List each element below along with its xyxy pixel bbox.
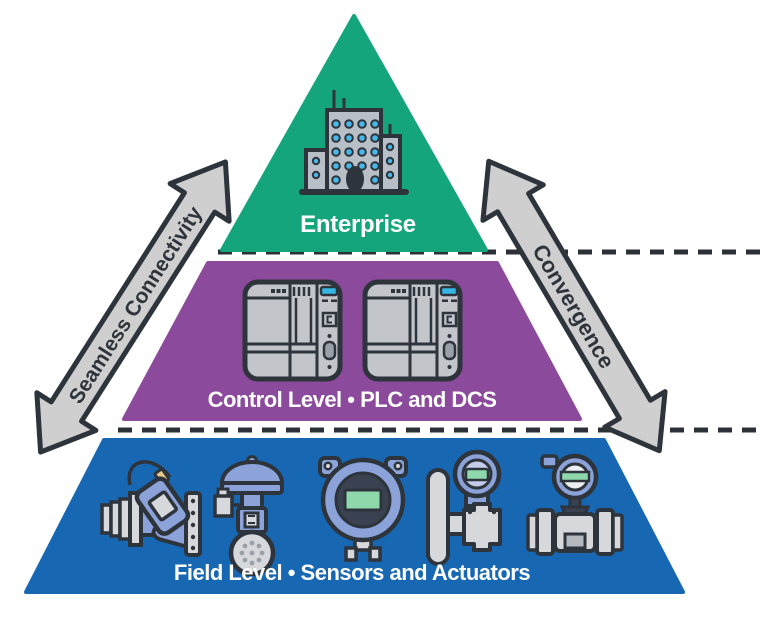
double-headed-arrow-icon xyxy=(480,158,668,454)
double-headed-arrow-icon xyxy=(34,159,232,455)
level-field: Field Level • Sensors and Actuators xyxy=(24,438,685,594)
level-enterprise: Enterprise xyxy=(220,14,488,252)
control-valve-actuator-icon xyxy=(213,455,285,577)
valve-with-clamp-on-transmitter-icon xyxy=(100,460,202,557)
control-trapezoid xyxy=(122,261,582,421)
plc-controller-icon-1 xyxy=(245,282,340,379)
orifice-plate-transmitter-icon xyxy=(426,449,502,566)
office-building-icon xyxy=(299,90,409,195)
control-label: Control Level • PLC and DCS xyxy=(208,387,497,412)
pressure-transmitter-icon xyxy=(318,456,408,562)
enterprise-label: Enterprise xyxy=(300,211,416,238)
level-control: Control Level • PLC and DCS xyxy=(122,261,582,421)
plc-controller-icon-2 xyxy=(365,282,460,379)
magnetic-flow-meter-icon xyxy=(526,453,624,556)
field-label: Field Level • Sensors and Actuators xyxy=(174,560,530,585)
